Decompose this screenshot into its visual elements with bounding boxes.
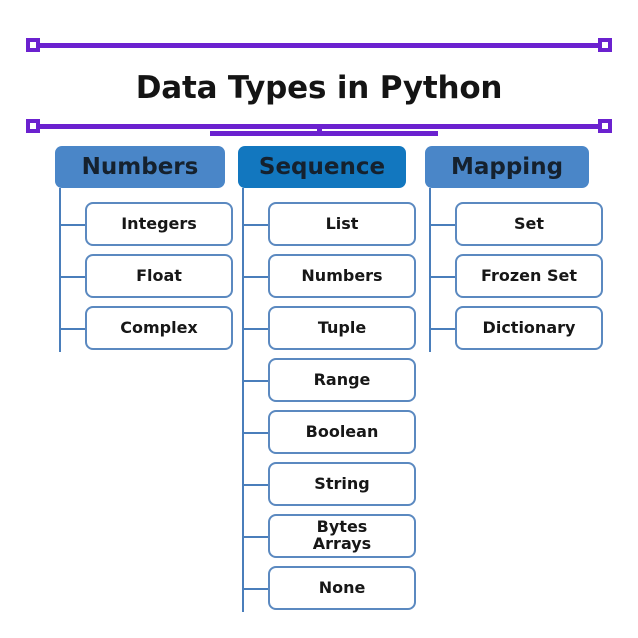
connector-stub (242, 224, 268, 226)
column-header-sequence[interactable]: Sequence (238, 146, 406, 188)
node-integers[interactable]: Integers (85, 202, 233, 246)
node-string[interactable]: String (268, 462, 416, 506)
connector-stub (429, 224, 455, 226)
bottom-rule-right-cap (598, 119, 612, 133)
sub-decorative-rule (210, 131, 438, 136)
node-range[interactable]: Range (268, 358, 416, 402)
node-numbers[interactable]: Numbers (268, 254, 416, 298)
connector-stub (429, 328, 455, 330)
node-float[interactable]: Float (85, 254, 233, 298)
top-rule-left-cap (26, 38, 40, 52)
column-header-numbers[interactable]: Numbers (55, 146, 225, 188)
node-tuple[interactable]: Tuple (268, 306, 416, 350)
connector-trunk (242, 188, 244, 612)
top-rule-right-cap (598, 38, 612, 52)
connector-stub (242, 328, 268, 330)
page-title: Data Types in Python (135, 70, 503, 106)
node-bytes-arrays-line2: Arrays (312, 534, 372, 553)
node-frozen-set[interactable]: Frozen Set (455, 254, 603, 298)
connector-stub (429, 276, 455, 278)
node-bytes-arrays[interactable]: Bytes Arrays (268, 514, 416, 558)
column-header-mapping[interactable]: Mapping (425, 146, 589, 188)
top-decorative-rule (33, 43, 607, 48)
connector-stub (59, 328, 85, 330)
node-dictionary[interactable]: Dictionary (455, 306, 603, 350)
connector-stub (242, 276, 268, 278)
connector-trunk (429, 188, 431, 352)
node-boolean[interactable]: Boolean (268, 410, 416, 454)
connector-stub (59, 276, 85, 278)
connector-stub (242, 588, 268, 590)
node-list[interactable]: List (268, 202, 416, 246)
node-none[interactable]: None (268, 566, 416, 610)
node-complex[interactable]: Complex (85, 306, 233, 350)
connector-stub (242, 380, 268, 382)
node-bytes-arrays-line1: Bytes (316, 517, 368, 537)
connector-trunk (59, 188, 61, 352)
connector-stub (59, 224, 85, 226)
sub-rule-stem (317, 124, 322, 136)
connector-stub (242, 536, 268, 538)
node-set[interactable]: Set (455, 202, 603, 246)
connector-stub (242, 432, 268, 434)
connector-stub (242, 484, 268, 486)
bottom-rule-left-cap (26, 119, 40, 133)
